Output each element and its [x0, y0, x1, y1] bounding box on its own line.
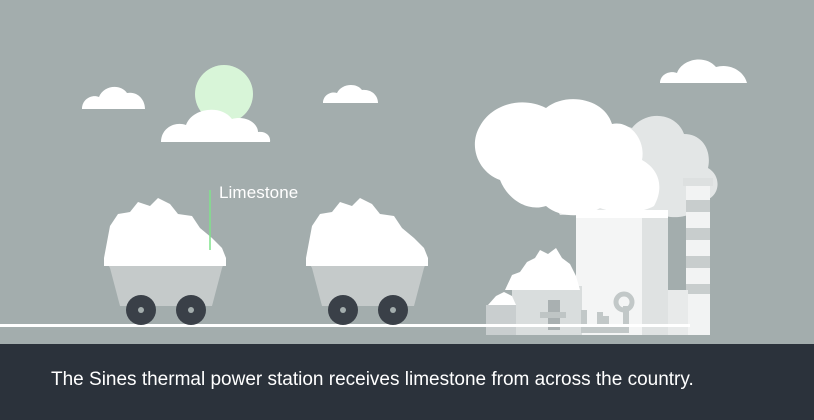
cloud-icon — [82, 86, 145, 109]
sun-icon — [195, 65, 253, 123]
mine-cart-icon — [104, 198, 226, 325]
cloud-icon — [161, 109, 271, 142]
limestone-label: Limestone — [219, 183, 299, 202]
cloud-icon — [323, 84, 378, 103]
caption-bar: The Sines thermal power station receives… — [0, 344, 814, 420]
cloud-icon — [660, 59, 747, 83]
rail-track — [0, 324, 690, 327]
smoke-cloud-icon — [474, 99, 660, 216]
power-station-icon — [486, 178, 713, 335]
mine-cart-icon — [306, 198, 428, 325]
caption-text: The Sines thermal power station receives… — [51, 369, 694, 390]
